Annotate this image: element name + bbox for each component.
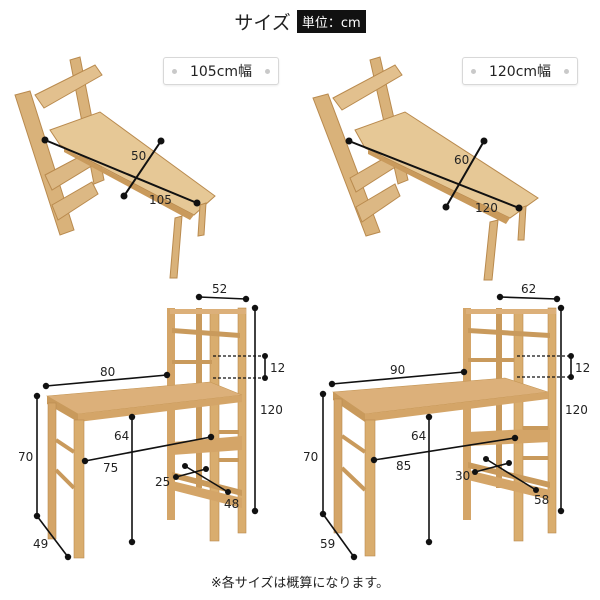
desk-width-label: 80 [100, 365, 115, 379]
dot-icon [564, 68, 569, 74]
lower-shelf-width-label: 48 [224, 497, 239, 511]
dot-icon [471, 68, 476, 74]
desk-depth-label: 59 [320, 537, 335, 551]
knee-height-label: 64 [411, 429, 426, 443]
top-view-120: 60 120 [312, 56, 539, 281]
top-depth-label: 60 [454, 153, 469, 167]
top-width-label: 105 [149, 193, 172, 207]
footer-note: ※各サイズは概算になります。 [210, 576, 390, 591]
front-view-105: 52 120 12 80 70 49 64 75 25 48 [18, 282, 285, 561]
lower-shelf-depth-label: 25 [155, 475, 170, 489]
shelf-width-label: 62 [521, 282, 536, 296]
lower-shelf-depth-label: 30 [455, 469, 470, 483]
desk-width-label: 90 [390, 363, 405, 377]
variant-badge-105: 105cm幅 [163, 57, 279, 85]
lower-shelf-width-label: 58 [534, 493, 549, 507]
shelf-width-label: 52 [212, 282, 227, 296]
top-depth-label: 50 [131, 149, 146, 163]
desk-height-label: 70 [18, 450, 33, 464]
shelf-height-label: 120 [260, 403, 283, 417]
variant-badge-120: 120cm幅 [462, 57, 578, 85]
knee-width-label: 75 [103, 461, 118, 475]
dot-icon [265, 68, 270, 74]
title-text: サイズ [234, 12, 291, 34]
shelf-gap-label: 12 [575, 361, 590, 375]
knee-width-label: 85 [396, 459, 411, 473]
shelf-height-label: 120 [565, 403, 588, 417]
top-width-label: 120 [475, 201, 498, 215]
top-view-105: 50 105 [14, 56, 216, 279]
page-title: サイズ単位：cm [0, 8, 600, 35]
knee-height-label: 64 [114, 429, 129, 443]
front-view-120: 62 120 12 90 70 59 64 85 30 58 [303, 282, 590, 561]
shelf-gap-label: 12 [270, 361, 285, 375]
unit-badge: 単位：cm [296, 10, 366, 33]
badge-label: 120cm幅 [488, 64, 552, 80]
desk-depth-label: 49 [33, 537, 48, 551]
badge-label: 105cm幅 [189, 64, 253, 80]
desk-height-label: 70 [303, 450, 318, 464]
dot-icon [172, 68, 177, 74]
